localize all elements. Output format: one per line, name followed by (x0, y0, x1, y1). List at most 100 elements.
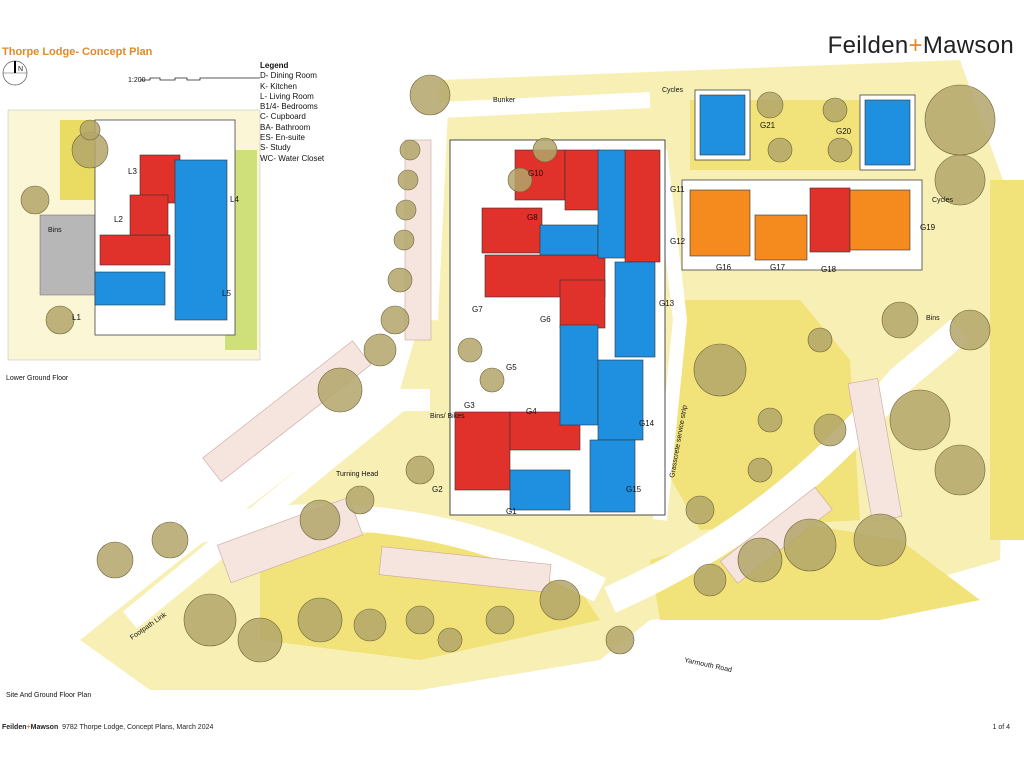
tree-icon (881, 301, 919, 339)
garden-label: G7 (472, 305, 483, 314)
place-label: Turning Head (336, 471, 378, 478)
place-label: Bins/ Bikes (430, 413, 465, 420)
red-unit (564, 149, 601, 211)
blue-unit (614, 261, 656, 358)
garden-label: G14 (639, 419, 655, 428)
red-unit (559, 279, 606, 329)
tree-icon (409, 74, 451, 116)
place-label: Cycles (932, 197, 954, 204)
red-unit (809, 187, 851, 253)
place-label: Bunker (493, 97, 516, 104)
tree-icon (299, 499, 341, 541)
tree-icon (405, 455, 435, 485)
lower-ground-unit-label: L2 (114, 215, 123, 224)
lower-ground-unit-label: L1 (72, 313, 81, 322)
place-label: Cycles (662, 87, 684, 94)
tree-icon (20, 185, 50, 215)
page-title: Thorpe Lodge- Concept Plan (2, 46, 153, 58)
blue-unit (699, 94, 746, 156)
garden-label: G16 (716, 263, 732, 272)
tree-icon (405, 605, 435, 635)
tree-icon (924, 84, 996, 156)
lower-ground-unit-label: L5 (222, 289, 231, 298)
tree-icon (827, 137, 853, 163)
legend-item: D- Dining Room (260, 71, 317, 81)
north-arrow-icon: N (2, 60, 28, 86)
lower-ground-unit-label: L4 (230, 195, 239, 204)
tree-icon (96, 541, 134, 579)
site-plan-caption: Site And Ground Floor Plan (6, 692, 91, 699)
blue-unit (94, 271, 166, 306)
orange-unit (689, 189, 751, 257)
red-unit (481, 207, 543, 254)
garden-label: G21 (760, 121, 776, 130)
tree-icon (393, 229, 415, 251)
legend-heading: Legend (260, 61, 289, 70)
blue-unit (864, 99, 911, 166)
scale-label: 1:200 (128, 77, 146, 84)
blue-unit (597, 359, 644, 441)
garden-label: G5 (506, 363, 517, 372)
garden-label: G19 (920, 223, 936, 232)
legend-item: BA- Bathroom (260, 122, 311, 132)
place-label: Bins (48, 227, 62, 234)
brand-right: Mawson (922, 32, 1014, 59)
footer-brand-plus: + (26, 724, 31, 731)
brand-plus: + (908, 32, 923, 59)
legend-item: ES- En-suite (260, 133, 305, 143)
tree-icon (822, 97, 848, 123)
red-unit (99, 234, 171, 266)
tree-icon (353, 608, 387, 642)
red-unit (129, 194, 169, 236)
garden-label: G15 (626, 485, 642, 494)
garden-label: G1 (506, 507, 517, 516)
tree-icon (437, 627, 463, 653)
tree-icon (813, 413, 847, 447)
tree-icon (532, 137, 558, 163)
blue-unit (509, 469, 571, 511)
red-unit (454, 411, 511, 491)
footer: Feilden+Mawson 9782 Thorpe Lodge, Concep… (2, 724, 213, 731)
tree-icon (934, 154, 986, 206)
legend-item: WC- Water Closet (260, 153, 325, 163)
brand-left: Feilden (827, 32, 909, 59)
tree-icon (783, 518, 837, 572)
tree-icon (747, 457, 773, 483)
place-label: Bins (926, 315, 940, 322)
tree-icon (693, 343, 747, 397)
garden-label: G10 (528, 169, 544, 178)
garden-label: G6 (540, 315, 551, 324)
tree-icon (934, 444, 986, 496)
blue-unit (589, 439, 636, 513)
tree-icon (317, 367, 363, 413)
garden-label: G3 (464, 401, 475, 410)
garden-label: G13 (659, 299, 675, 308)
tree-icon (395, 199, 417, 221)
tree-icon (79, 119, 101, 141)
scale-bar: 1:200 (128, 77, 260, 84)
legend-item: S- Study (260, 143, 291, 153)
dwelling-units (94, 94, 911, 513)
tree-icon (507, 167, 533, 193)
tree-icon (151, 521, 189, 559)
orange-unit (849, 189, 911, 251)
compass-label: N (18, 66, 23, 73)
garden-label: G2 (432, 485, 443, 494)
footer-text: 9782 Thorpe Lodge, Concept Plans, March … (62, 724, 214, 731)
plan-labels: L1L2L3L4L5G1G2G3G4G5G6G7G8G10G11G12G13G1… (6, 87, 954, 699)
place-label: Yarmouth Road (684, 657, 733, 674)
garden-label: G8 (527, 213, 538, 222)
blue-unit (559, 324, 599, 426)
tree-icon (387, 267, 413, 293)
garden-label: G17 (770, 263, 786, 272)
footer-brand: Feilden+Mawson (2, 724, 58, 731)
legend-item: L- Living Room (260, 91, 314, 101)
tree-icon (693, 563, 727, 597)
legend-item: C- Cupboard (260, 112, 306, 122)
tree-icon (237, 617, 283, 663)
tree-icon (345, 485, 375, 515)
trees (20, 74, 996, 663)
tree-icon (539, 579, 581, 621)
blue-unit (539, 224, 599, 256)
